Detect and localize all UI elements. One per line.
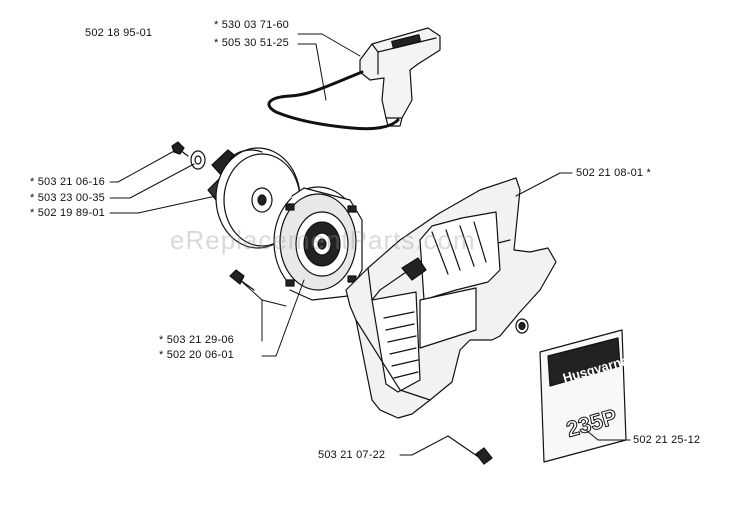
label-pulley: * 502 19 89-01 [30, 207, 105, 219]
starter-cover [345, 177, 557, 419]
label-housing-starter: * 502 20 06-01 [159, 349, 234, 361]
label-bottom-screw: 503 21 07-22 [318, 449, 386, 461]
starter-rope [267, 70, 400, 131]
label-handle-a: * 530 03 71-60 [214, 19, 289, 31]
screw-housing [229, 269, 255, 291]
label-screw-a: * 503 21 29-06 [159, 334, 234, 346]
label-cover: 502 21 08-01 * [576, 167, 651, 179]
decal [539, 329, 627, 463]
label-decal: 502 21 25-12 [633, 434, 701, 446]
starter-handle [359, 27, 441, 127]
label-top-left: 502 18 95-01 [85, 27, 153, 39]
screw-small [171, 141, 189, 157]
washer [190, 150, 206, 170]
label-washer-b: * 503 23 00-35 [30, 192, 105, 204]
screw-bottom [447, 435, 493, 465]
leader-lines [109, 33, 631, 456]
watermark: eReplacementParts.com [170, 225, 476, 255]
label-handle-b: * 505 30 51-25 [214, 37, 289, 49]
starter-housing [273, 186, 363, 301]
label-washer-a: * 503 21 06-16 [30, 176, 105, 188]
